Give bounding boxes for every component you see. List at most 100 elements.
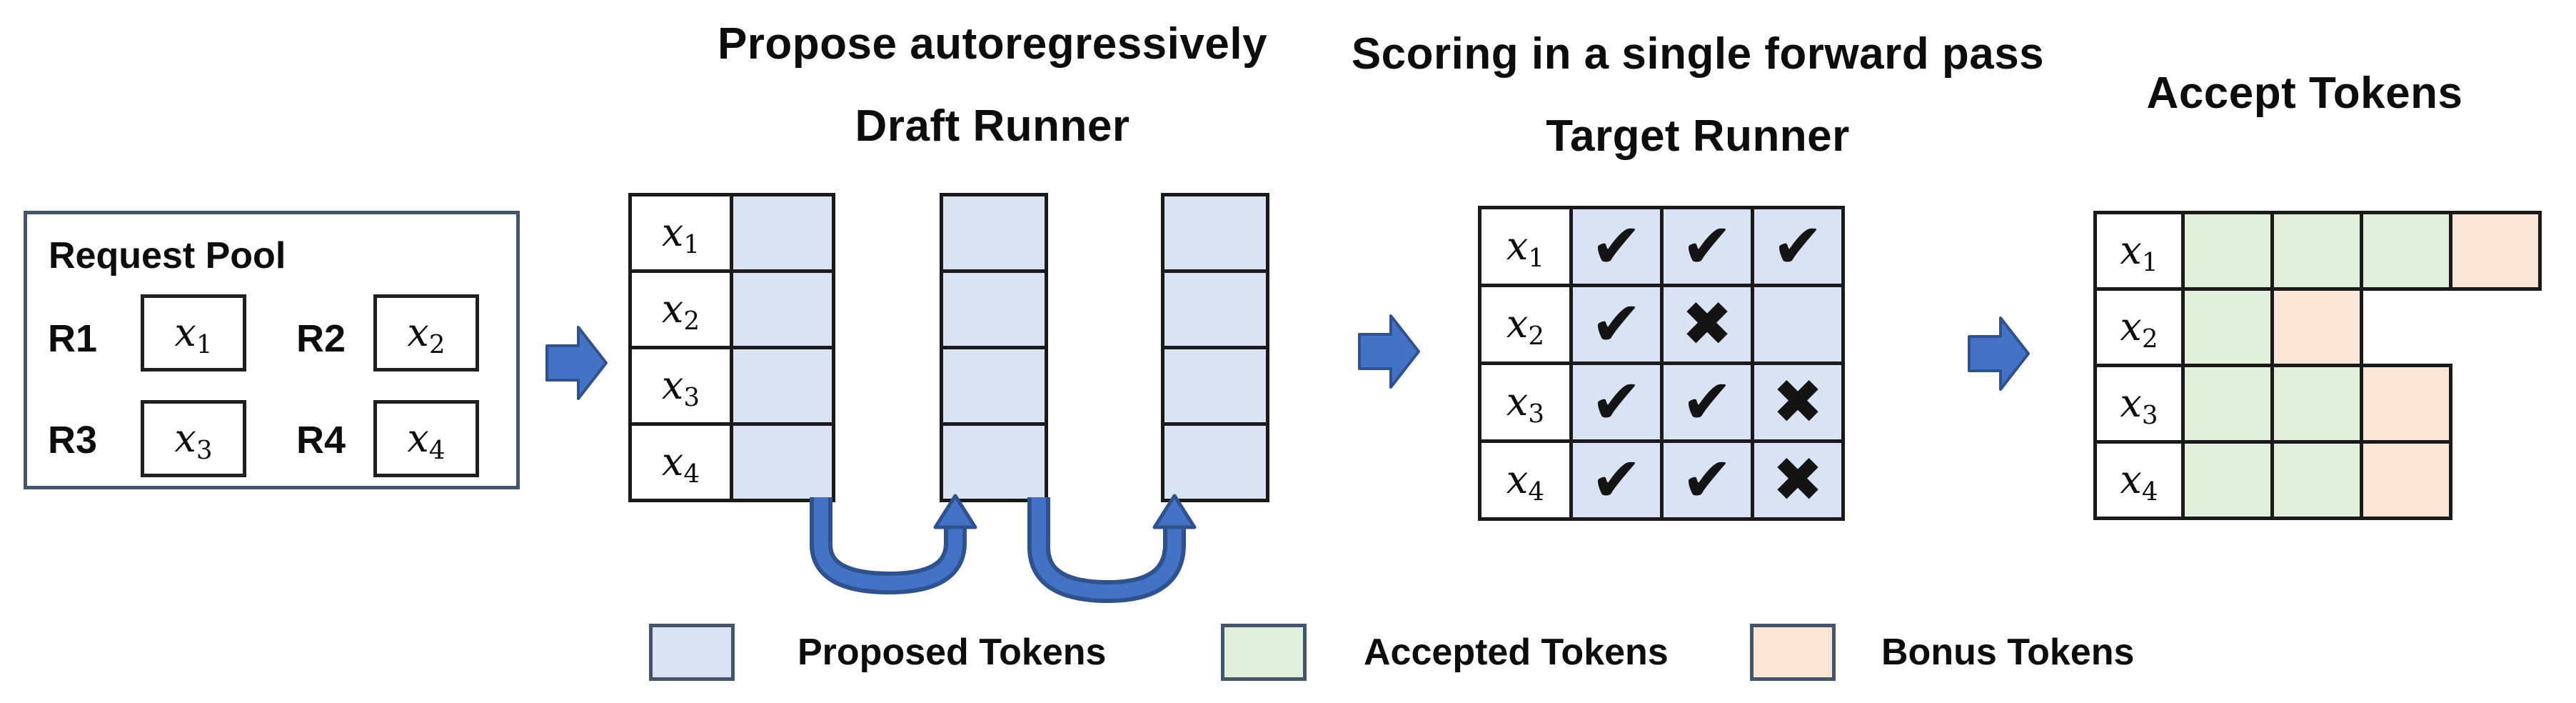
legend-label-accepted: Accepted Tokens xyxy=(1364,631,1669,673)
cross-mark-icon: ✖ xyxy=(1681,289,1734,360)
accept-table-cell-r1-c1-token-label: x1 xyxy=(2093,211,2185,291)
check-mark-icon: ✔ xyxy=(1681,211,1734,282)
accept-table-cell-r1-c2-accepted xyxy=(2181,211,2274,291)
target-score-table-cell-r3-c1-token-label: x3 xyxy=(1478,362,1573,443)
token-x4: x4 xyxy=(661,439,700,489)
request-token-box-r2: x2 xyxy=(373,294,479,372)
draft-step3-column-cell-r1-c1-proposed xyxy=(1161,193,1269,273)
draft-section-title: Propose autoregressively Draft Runner xyxy=(718,19,1267,151)
check-mark-icon: ✔ xyxy=(1590,367,1643,438)
target-score-table-cell-r3-c2-check: ✔ xyxy=(1569,362,1664,443)
draft-step2-column-cell-r1-c1-proposed xyxy=(940,193,1048,273)
target-score-table-cell-r2-c2-check: ✔ xyxy=(1569,284,1664,365)
target-score-table-cell-r4-c3-check: ✔ xyxy=(1660,439,1754,521)
target-score-table-cell-r1-c3-check: ✔ xyxy=(1660,206,1754,287)
proposed-tokens-swatch-icon xyxy=(649,623,735,681)
token-x2: x2 xyxy=(661,286,700,336)
draft-step3-column-cell-r3-c1-proposed xyxy=(1161,346,1269,426)
token-x4: x4 xyxy=(407,416,446,465)
target-score-table-cell-r3-c4-cross: ✖ xyxy=(1751,362,1845,443)
request-pool-box: Request Pool R1 x1 R2 x2 R3 x3 R4 x4 xyxy=(24,211,520,489)
target-score-table-cell-r4-c1-token-label: x4 xyxy=(1478,439,1573,521)
draft-step3-column-cell-r4-c1-proposed xyxy=(1161,422,1269,502)
request-token-box-r3: x3 xyxy=(141,400,246,477)
cross-mark-icon: ✖ xyxy=(1771,367,1824,438)
accept-table-cell-r2-c3-bonus xyxy=(2270,287,2363,367)
scoring-title-line1: Scoring in a single forward pass xyxy=(1351,29,2045,79)
token-x1: x1 xyxy=(174,310,213,359)
target-score-table-cell-r4-c2-check: ✔ xyxy=(1569,439,1664,521)
draft-prompt-table-cell-r2-c2-proposed xyxy=(730,269,835,349)
accept-table-cell-r2-c2-accepted xyxy=(2181,287,2274,367)
draft-step3-column-cell-r2-c1-proposed xyxy=(1161,269,1269,349)
bonus-tokens-swatch-icon xyxy=(1750,623,1836,681)
cross-mark-icon: ✖ xyxy=(1771,444,1824,516)
check-mark-icon: ✔ xyxy=(1681,367,1734,438)
autoregressive-loop-arrows-icon xyxy=(810,494,1197,604)
check-mark-icon: ✔ xyxy=(1590,211,1643,282)
request-token-box-r1: x1 xyxy=(141,294,246,372)
token-x3: x3 xyxy=(2120,381,2158,430)
accept-table-cell-r2-c1-token-label: x2 xyxy=(2093,287,2185,367)
draft-prompt-table-cell-r2-c1-token-label: x2 xyxy=(628,269,733,349)
target-score-table-cell-r1-c1-token-label: x1 xyxy=(1478,206,1573,287)
accept-table-cell-r1-c3-accepted xyxy=(2270,211,2363,291)
draft-step2-column-cell-r3-c1-proposed xyxy=(940,346,1048,426)
draft-prompt-table-cell-r1-c1-token-label: x1 xyxy=(628,193,733,273)
accepted-tokens-swatch-icon xyxy=(1221,623,1307,681)
request-label-r1: R1 xyxy=(48,317,98,360)
target-score-table-cell-r1-c4-check: ✔ xyxy=(1751,206,1845,287)
check-mark-icon: ✔ xyxy=(1681,444,1734,516)
token-x2: x2 xyxy=(1506,301,1545,351)
check-mark-icon: ✔ xyxy=(1771,211,1824,282)
draft-prompt-table-cell-r3-c2-proposed xyxy=(730,346,835,426)
accept-table-cell-r4-c3-accepted xyxy=(2270,440,2363,520)
draft-step2-column-cell-r4-c1-proposed xyxy=(940,422,1048,502)
accept-table-cell-r3-c4-bonus xyxy=(2360,364,2452,444)
token-x1: x1 xyxy=(661,210,700,259)
accept-table-cell-r3-c1-token-label: x3 xyxy=(2093,364,2185,444)
draft-prompt-table-cell-r4-c1-token-label: x4 xyxy=(628,422,733,502)
check-mark-icon: ✔ xyxy=(1590,444,1643,516)
legend-label-bonus: Bonus Tokens xyxy=(1881,631,2135,673)
scoring-section-title: Scoring in a single forward pass Target … xyxy=(1352,29,2044,161)
target-score-table-cell-r4-c4-cross: ✖ xyxy=(1751,439,1845,521)
flow-arrow-draft-to-target-icon xyxy=(1358,314,1420,389)
token-x4: x4 xyxy=(1506,457,1545,507)
check-mark-icon: ✔ xyxy=(1590,289,1643,360)
request-pool-title: Request Pool xyxy=(49,235,286,276)
accept-table-cell-r3-c2-accepted xyxy=(2181,364,2274,444)
token-x2: x2 xyxy=(407,310,446,359)
flow-arrow-target-to-accept-icon xyxy=(1968,316,2030,391)
draft-prompt-table-cell-r4-c2-proposed xyxy=(730,422,835,502)
token-x2: x2 xyxy=(2120,304,2158,354)
target-score-table-cell-r1-c2-check: ✔ xyxy=(1569,206,1664,287)
scoring-title-line2: Target Runner xyxy=(1546,111,1850,161)
propose-title-line2: Draft Runner xyxy=(855,101,1130,151)
accept-table-cell-r3-c3-accepted xyxy=(2270,364,2363,444)
token-x1: x1 xyxy=(1506,224,1545,273)
accept-table-cell-r4-c1-token-label: x4 xyxy=(2093,440,2185,520)
token-x1: x1 xyxy=(2120,228,2158,277)
flow-arrow-pool-to-draft-icon xyxy=(545,326,608,400)
legend-item-proposed: Proposed Tokens xyxy=(649,618,1106,686)
legend-label-proposed: Proposed Tokens xyxy=(798,631,1107,673)
propose-title-line1: Propose autoregressively xyxy=(717,19,1268,69)
legend-item-accepted: Accepted Tokens xyxy=(1221,618,1669,686)
request-label-r4: R4 xyxy=(296,419,346,462)
target-score-table-cell-r3-c3-check: ✔ xyxy=(1660,362,1754,443)
target-score-table-cell-r2-c1-token-label: x2 xyxy=(1478,284,1573,365)
request-label-r2: R2 xyxy=(296,317,346,360)
accept-table-cell-r4-c2-accepted xyxy=(2181,440,2274,520)
token-x4: x4 xyxy=(2120,457,2158,507)
token-x3: x3 xyxy=(174,416,213,465)
draft-prompt-table-cell-r1-c2-proposed xyxy=(730,193,835,273)
token-x3: x3 xyxy=(1506,379,1545,429)
draft-prompt-table-cell-r3-c1-token-label: x3 xyxy=(628,346,733,426)
request-label-r3: R3 xyxy=(48,419,98,462)
request-token-box-r4: x4 xyxy=(373,400,479,477)
token-x3: x3 xyxy=(661,363,700,412)
accept-section-title: Accept Tokens xyxy=(2146,69,2463,118)
legend-item-bonus: Bonus Tokens xyxy=(1750,618,2134,686)
